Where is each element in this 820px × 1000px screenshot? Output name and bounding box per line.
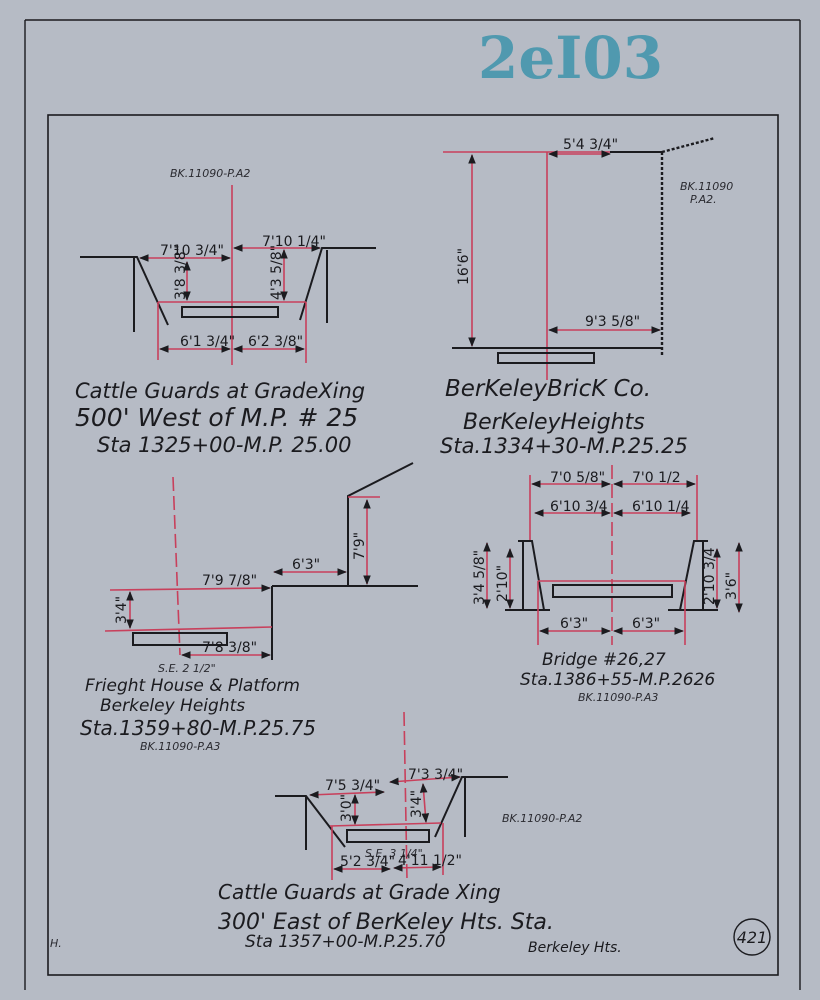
dimension-label: 6'10 1/4 xyxy=(632,499,690,515)
drawing-subtitle: BerKeleyHeights xyxy=(463,410,645,435)
dimension-label: 7'10 1/4" xyxy=(262,234,326,250)
drawing-subtitle: 300' East of BerKeley Hts. Sta. xyxy=(218,910,554,935)
dimension-label: 2'10" xyxy=(495,565,511,602)
drawing-title: BerKeleyBricK Co. xyxy=(445,376,651,402)
book-reference: BK.11090-P.A2 xyxy=(502,812,582,825)
book-reference: P.A2. xyxy=(690,193,717,206)
dimension-label: 5'2 3/4" xyxy=(340,854,395,870)
dimension-label: 6'3" xyxy=(560,616,588,632)
drawing-cattle-guard-east: 7'5 3/4" 7'3 3/4" 3'0" 3'4" S.E. 3 1/4" … xyxy=(218,711,582,952)
right-slope xyxy=(434,776,508,838)
dimension-label: 6'2 3/8" xyxy=(248,334,303,350)
station-label: Sta.1359+80-M.P.25.75 xyxy=(80,716,316,740)
dimension-label: 7'9 7/8" xyxy=(202,573,257,589)
sheet-number: 421 xyxy=(737,928,768,947)
bleed-through-stamp: 2eI03 xyxy=(478,24,663,92)
book-reference: BK.11090-P.A2 xyxy=(170,167,250,180)
inner-frame xyxy=(47,114,779,976)
dimension-label: 3'0" xyxy=(339,794,355,822)
centerline xyxy=(403,711,408,881)
dimension-label: 5'4 3/4" xyxy=(563,137,618,153)
dimension-label: 7'0 1/2 xyxy=(632,470,681,486)
drawing-subtitle: Berkeley Heights xyxy=(100,696,245,716)
hatched-bank xyxy=(661,136,716,154)
drawing-freight-house: 7'9 7/8" 6'3" 7'9" 3'4" 7'8 3/8" S.E. 2 … xyxy=(80,462,418,753)
dim-line xyxy=(393,863,442,872)
tie xyxy=(346,829,430,843)
dimension-label: 7'5 3/4" xyxy=(325,778,380,794)
dimension-label: 6'1 3/4" xyxy=(180,334,235,350)
tie xyxy=(181,306,279,318)
dimension-label: 7'3 3/4" xyxy=(408,767,463,783)
drawing-title: Bridge #26,27 xyxy=(542,650,666,670)
dim-line xyxy=(419,783,430,823)
dimension-label: 4'11 1/2" xyxy=(398,853,462,869)
corner-mark: H. xyxy=(50,937,62,950)
dimension-label: 3'4" xyxy=(114,596,130,624)
dimension-label: 3'8 3/8" xyxy=(173,245,189,300)
dim-line xyxy=(309,788,385,799)
dimension-label: 4'3 5/8" xyxy=(269,245,285,300)
dim-line xyxy=(109,584,271,592)
station-label: Sta.1334+30-M.P.25.25 xyxy=(440,434,688,458)
drawing-title: Cattle Guards at GradeXing xyxy=(75,379,365,403)
dimension-label: 3'4" xyxy=(409,790,425,818)
station-label: Sta 1325+00-M.P. 25.00 xyxy=(97,433,351,457)
dimension-label: 6'3" xyxy=(292,557,320,573)
dim-line xyxy=(389,773,461,786)
dimension-label: 7'10 3/4" xyxy=(160,243,224,259)
dimension-label: 6'3" xyxy=(632,616,660,632)
tie xyxy=(132,632,228,646)
tie xyxy=(552,584,673,598)
drawing-title: Frieght House & Platform xyxy=(85,676,300,696)
book-reference: BK.11090-P.A3 xyxy=(140,740,220,753)
tie xyxy=(497,352,595,364)
station-label: Sta 1357+00-M.P.25.70 xyxy=(245,932,446,952)
drawing-subtitle: 500' West of M.P. # 25 xyxy=(75,403,358,432)
dimension-label: 2'10 3/4 xyxy=(702,547,718,605)
book-reference: BK.11090-P.A3 xyxy=(578,691,658,704)
building-wall xyxy=(347,462,414,586)
dimension-label: 9'3 5/8" xyxy=(585,314,640,330)
drawing-bridge: 7'0 5/8" 7'0 1/2 6'10 3/4 6'10 1/4 3'4 5… xyxy=(472,465,743,704)
drawing-title: Cattle Guards at Grade Xing xyxy=(218,880,501,904)
dimension-label: 7'8 3/8" xyxy=(202,640,257,656)
drawing-berkeley-brick: 5'4 3/4" 16'6" 9'3 5/8" BK.11090 P.A2. B… xyxy=(440,136,733,458)
drawing-cattle-guard-west: BK.11090-P.A2 7'10 3/4" 7'10 1/4" 3'8 3/… xyxy=(75,167,376,457)
dimension-label: 16'6" xyxy=(456,248,472,285)
dimension-label: 7'0 5/8" xyxy=(550,470,605,486)
right-slope xyxy=(299,247,376,321)
dimension-label: 3'4 5/8" xyxy=(472,550,488,605)
book-reference: BK.11090 xyxy=(680,180,733,193)
dimension-label: 6'10 3/4 xyxy=(550,499,608,515)
station-label: Sta.1386+55-M.P.2626 xyxy=(520,670,715,690)
super-elevation-label: S.E. 3 1/4" xyxy=(365,847,423,860)
dimension-label: 7'9" xyxy=(352,532,368,560)
centerline xyxy=(172,476,181,656)
rail-line xyxy=(329,822,442,827)
sheet-number-circle xyxy=(733,918,771,956)
rail-line xyxy=(104,626,273,632)
dimension-label: 3'6" xyxy=(724,572,740,600)
footer-location: Berkeley Hts. xyxy=(528,940,622,956)
super-elevation-label: S.E. 2 1/2" xyxy=(158,662,216,675)
